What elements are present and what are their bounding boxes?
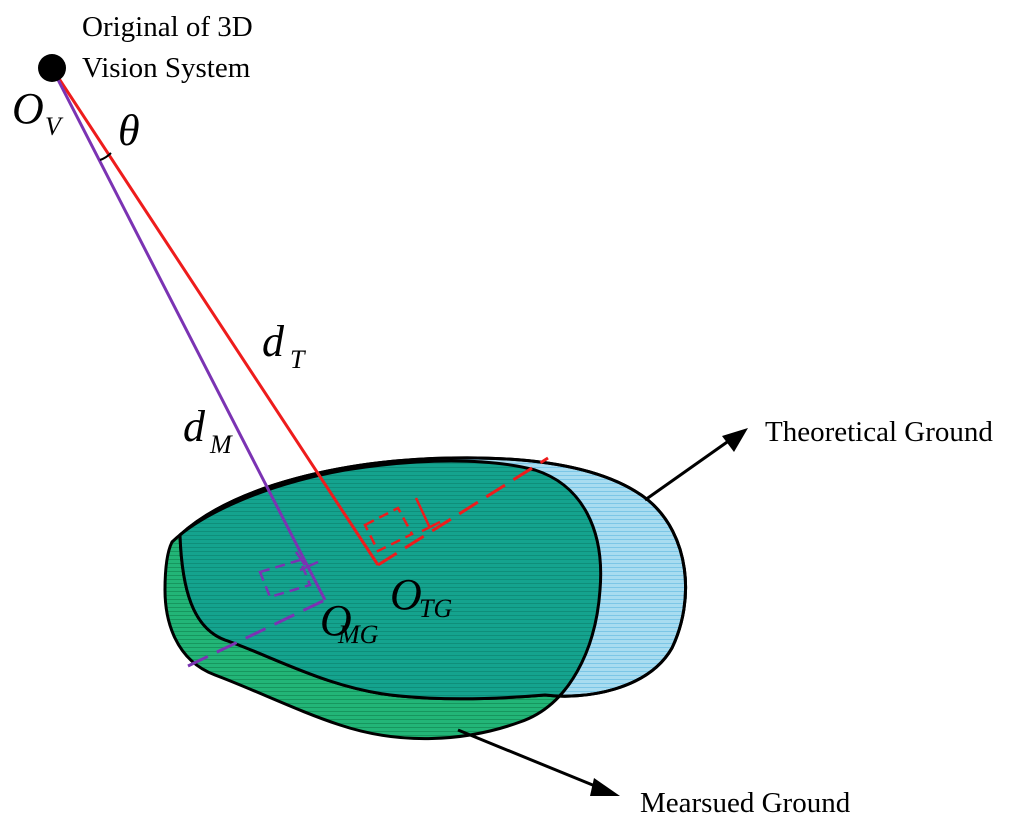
measured-ground-label: Mearsued Ground xyxy=(640,787,851,819)
measured-ray xyxy=(50,67,327,601)
origin-symbol: O xyxy=(12,84,44,133)
measured-ground-axis xyxy=(187,598,326,668)
measured-ground-pointer xyxy=(457,728,601,790)
theoretical-ground-axis xyxy=(377,456,549,567)
theoretical-ground-outline xyxy=(178,456,688,701)
theoretical-center-subscript: TG xyxy=(419,594,452,623)
theoretical-distance-symbol: d xyxy=(262,317,285,366)
origin-subscript: V xyxy=(45,112,64,141)
measured-right-angle-marker xyxy=(258,558,312,599)
theoretical-right-angle-marker xyxy=(363,506,414,553)
measured-ground-arrowhead xyxy=(590,778,620,796)
vision-system-origin-point xyxy=(38,54,66,82)
origin-caption-line1: Original of 3D xyxy=(82,11,253,43)
theoretical-distance-subscript: T xyxy=(290,345,306,374)
theoretical-tick-upper xyxy=(414,497,441,533)
measured-distance-symbol: d xyxy=(183,402,206,451)
theoretical-ground-label: Theoretical Ground xyxy=(765,416,993,448)
angle-arc xyxy=(99,152,112,161)
measured-center-subscript: MG xyxy=(337,620,379,649)
theoretical-ground-pointer xyxy=(644,438,731,502)
theoretical-ray xyxy=(50,67,380,566)
measured-center-symbol: O xyxy=(320,596,352,645)
angle-symbol: θ xyxy=(118,106,140,155)
measured-distance-subscript: M xyxy=(209,430,233,459)
origin-caption-line2: Vision System xyxy=(82,52,251,84)
theoretical-center-symbol: O xyxy=(390,570,422,619)
theoretical-ground-arrowhead xyxy=(722,428,748,452)
